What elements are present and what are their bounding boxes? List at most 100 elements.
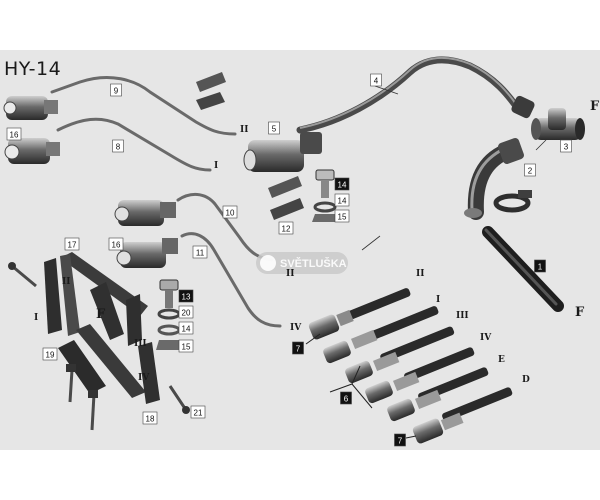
sensor-5 xyxy=(243,132,322,172)
callout-text: 15 xyxy=(338,213,347,222)
watermark-text: SVĚTLUŠKA xyxy=(280,257,347,270)
fittings-column xyxy=(305,309,464,444)
bolt-set-14 xyxy=(312,169,338,222)
fitting-d xyxy=(387,389,442,422)
callout-3: 3 xyxy=(560,139,572,153)
hose-I xyxy=(371,306,439,339)
callout-text: 14 xyxy=(182,325,191,334)
port-label: II xyxy=(286,269,294,279)
callout-7: 7 xyxy=(394,433,406,447)
callout-text: 12 xyxy=(282,225,291,234)
port-label: I xyxy=(214,161,218,171)
hose-III xyxy=(380,326,455,363)
hose-D xyxy=(442,387,513,422)
hose-clamp xyxy=(493,190,532,213)
callout-text: 1 xyxy=(538,263,543,272)
sensor-11 xyxy=(116,238,178,268)
clamp-bracket-top xyxy=(196,72,226,110)
bracket-18 xyxy=(138,342,160,404)
callout-text: 13 xyxy=(182,293,191,302)
callout-18: 18 xyxy=(142,411,158,425)
watermark: SVĚTLUŠKA xyxy=(256,252,348,274)
callout-4: 4 xyxy=(370,73,382,87)
callout-1: 1 xyxy=(534,259,546,273)
callout-20: 20 xyxy=(178,305,194,319)
callout-12: 12 xyxy=(278,221,294,235)
port-label: II xyxy=(240,125,248,135)
port-label: II xyxy=(62,277,70,287)
callout-text: 3 xyxy=(564,143,569,152)
sensor-16-top xyxy=(3,96,58,120)
callout-text: 14 xyxy=(338,181,347,190)
port-label: F xyxy=(590,99,600,114)
pipe-8 xyxy=(56,117,212,172)
port-label: III xyxy=(456,311,469,321)
callout-8: 8 xyxy=(112,139,124,153)
callout-text: 16 xyxy=(10,131,19,140)
callout-15: 15 xyxy=(178,339,194,353)
hose-IV xyxy=(404,347,475,382)
tee-fitting-3 xyxy=(531,108,585,140)
callout-text: 21 xyxy=(194,409,203,418)
fitting-c xyxy=(365,371,420,404)
callout-text: 14 xyxy=(338,197,347,206)
port-label: IV xyxy=(480,333,492,343)
port-label: F xyxy=(96,307,106,322)
sensor-16-mid xyxy=(114,200,176,226)
leader-lines xyxy=(361,85,547,251)
callout-text: 11 xyxy=(196,249,205,258)
fitting-7-bottom xyxy=(412,412,464,444)
callout-16: 16 xyxy=(6,127,22,141)
callout-6: 6 xyxy=(340,391,352,405)
pipe-nut xyxy=(511,95,535,119)
callout-text: 18 xyxy=(146,415,155,424)
port-label: IV xyxy=(290,323,302,333)
callout-text: 5 xyxy=(272,125,277,134)
callout-15: 15 xyxy=(334,209,350,223)
fitting-7-top xyxy=(308,309,354,340)
callout-text: 16 xyxy=(112,241,121,250)
port-label: IV xyxy=(138,373,150,383)
callout-text: 4 xyxy=(374,77,379,86)
callout-13: 13 xyxy=(178,289,194,303)
bolt-19-a xyxy=(66,364,76,403)
callout-text: 8 xyxy=(116,143,121,152)
callout-6-bracket xyxy=(329,365,373,409)
port-label: D xyxy=(522,375,530,385)
pipe-4-long xyxy=(296,56,520,134)
callout-7: 7 xyxy=(292,341,304,355)
port-label: III xyxy=(134,339,147,349)
top-margin xyxy=(0,0,600,50)
callout-text: 19 xyxy=(46,351,55,360)
callout-text: 6 xyxy=(344,395,349,404)
callout-9: 9 xyxy=(110,83,122,97)
fitting-a xyxy=(323,329,378,364)
bolt-19-b xyxy=(88,390,98,431)
sensor-16-lower xyxy=(4,138,60,164)
hose-1 xyxy=(482,226,564,312)
elbow-2 xyxy=(464,138,524,220)
port-label: E xyxy=(498,355,505,365)
callout-text: 10 xyxy=(226,209,235,218)
callout-16: 16 xyxy=(108,237,124,251)
callout-7-bracket xyxy=(305,333,417,439)
fitting-b xyxy=(345,351,400,384)
callout-text: 7 xyxy=(296,345,301,354)
callout-text: 17 xyxy=(68,241,77,250)
callout-14: 14 xyxy=(334,193,350,207)
hose-II xyxy=(343,288,411,321)
callout-text: 20 xyxy=(182,309,191,318)
pipe-11 xyxy=(180,232,282,328)
port-label: I xyxy=(436,295,440,305)
callout-14: 14 xyxy=(178,321,194,335)
bracket-19 xyxy=(58,340,106,394)
watermark-logo-icon xyxy=(260,255,276,271)
callout-text: 7 xyxy=(398,437,403,446)
port-label: II xyxy=(416,269,424,279)
callout-11: 11 xyxy=(192,245,208,259)
bolt-21 xyxy=(168,385,190,414)
callout-21: 21 xyxy=(190,405,206,419)
